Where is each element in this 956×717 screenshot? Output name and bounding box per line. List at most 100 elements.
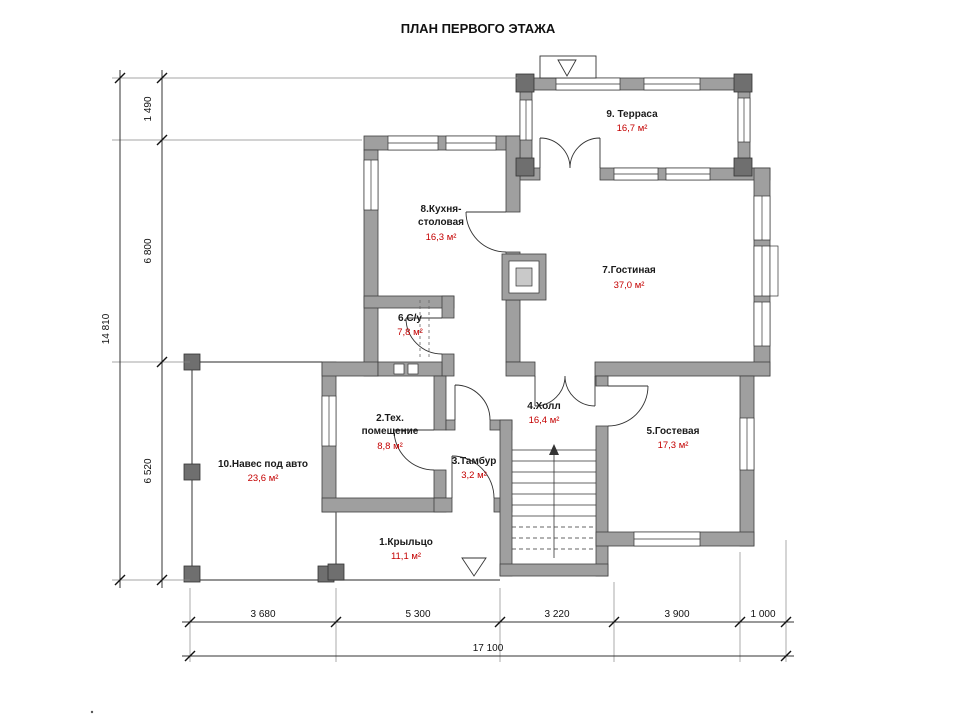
- room-label-porch: 1.Крыльцо 11,1 м²: [379, 537, 433, 562]
- window: [737, 97, 751, 143]
- door-tech: [393, 429, 435, 471]
- carport-post: [183, 463, 201, 481]
- wall-tambour-left-b: [433, 469, 447, 499]
- door-porch-tambour: [451, 455, 495, 499]
- room-label-wc: 6.С/у 7,8 м²: [397, 313, 423, 338]
- room-area: 7,8 м²: [397, 327, 423, 338]
- room-name: 5.Гостевая: [647, 426, 700, 437]
- room-area: 8,8 м²: [377, 441, 403, 452]
- dimension-chain-horizontal: 3 680 5 300 3 220 3 900 1 000 17 100: [182, 540, 794, 662]
- dim-vertical-3: 6 520: [143, 458, 154, 483]
- door-tambour-hall: [454, 384, 491, 421]
- window: [519, 99, 533, 141]
- terrace-post: [733, 157, 753, 177]
- bay-window: [753, 245, 779, 297]
- carport-outline: [191, 361, 336, 581]
- room-area: 16,3 м²: [426, 232, 457, 243]
- window: [633, 531, 701, 547]
- room-label-terrace: 9. Терраса 16,7 м²: [606, 109, 658, 134]
- wc-dashed-lines: [419, 300, 430, 358]
- wall-stairs-bottom: [499, 563, 609, 577]
- room-label-kitchen: 8.Кухня- столовая 16,3 м²: [418, 204, 464, 243]
- door-guest: [607, 385, 649, 427]
- page-mark: [90, 710, 94, 714]
- dim-horizontal-5: 1 000: [750, 609, 775, 620]
- symbols: [90, 55, 597, 714]
- wall-tambour-left-a: [433, 375, 447, 431]
- room-name: 9. Терраса: [606, 109, 658, 120]
- dim-horizontal-2: 5 300: [405, 609, 430, 620]
- door-kitchen: [465, 211, 507, 253]
- door-terrace-double: [539, 137, 601, 169]
- wall-hall-top-b: [594, 361, 771, 377]
- dim-vertical-1: 1 490: [143, 96, 154, 121]
- room-name: 4.Холл: [527, 401, 560, 412]
- vent-symbol: [407, 363, 419, 375]
- dim-horizontal-1: 3 680: [250, 609, 275, 620]
- dim-horizontal-total: 17 100: [473, 643, 504, 654]
- wall-terrace-top: [519, 77, 751, 91]
- dim-horizontal-4: 3 900: [664, 609, 689, 620]
- dim-vertical-2: 6 800: [143, 238, 154, 263]
- open-structures: [191, 361, 500, 581]
- door-hall-double: [534, 375, 596, 407]
- porch-post: [327, 563, 345, 581]
- room-label-tambour: 3.Тамбур 3,2 м²: [452, 455, 497, 481]
- stair-direction-arrow: [549, 444, 559, 455]
- vent-symbol: [393, 363, 405, 375]
- room-labels: 9. Терраса 16,7 м² 8.Кухня- столовая 16,…: [218, 109, 700, 562]
- room-name: 2.Тех.: [376, 413, 404, 424]
- wall-hall-top-a: [505, 361, 536, 377]
- room-area: 17,3 м²: [658, 440, 689, 451]
- carport-post: [183, 565, 201, 583]
- staircase: [512, 444, 596, 558]
- room-label-tech: 2.Тех. помещение 8,8 м²: [362, 413, 419, 452]
- walls: [321, 77, 771, 577]
- room-area: 37,0 м²: [614, 280, 645, 291]
- wall-tech-bottom: [321, 497, 447, 513]
- room-area: 11,1 м²: [391, 551, 421, 562]
- page-title: ПЛАН ПЕРВОГО ЭТАЖА: [401, 21, 556, 36]
- room-name: помещение: [362, 426, 419, 437]
- wall-wc-right-b: [441, 353, 455, 377]
- window: [321, 395, 337, 447]
- posts: [183, 73, 753, 583]
- room-label-living: 7.Гостиная 37,0 м²: [602, 265, 656, 291]
- wall-stairs-left: [499, 419, 513, 577]
- doors: [393, 137, 649, 499]
- wall-wc-top: [363, 295, 455, 309]
- room-area: 16,7 м²: [617, 123, 648, 134]
- terrace-post: [515, 73, 535, 93]
- room-name: столовая: [418, 217, 464, 228]
- window: [739, 417, 755, 471]
- room-label-carport: 10.Навес под авто 23,6 м²: [218, 459, 308, 484]
- dimension-chain-vertical: 1 490 6 800 6 520 14 810: [101, 70, 518, 588]
- window: [555, 77, 621, 91]
- wall-below-fireplace: [505, 299, 521, 363]
- wall-wc-right-a: [441, 295, 455, 319]
- dim-vertical-total: 14 810: [101, 313, 112, 344]
- room-label-hall: 4.Холл 16,4 м²: [527, 401, 560, 426]
- window: [665, 167, 711, 181]
- terrace-entry-arrow: [557, 59, 577, 77]
- porch-entry-arrow: [461, 557, 487, 577]
- terrace-post: [733, 73, 753, 93]
- window: [445, 135, 497, 151]
- room-name: 6.С/у: [398, 313, 422, 324]
- room-area: 16,4 м²: [529, 415, 560, 426]
- room-name: 3.Тамбур: [452, 455, 497, 467]
- room-name: 1.Крыльцо: [379, 537, 433, 548]
- wall-guest-left-a: [595, 375, 609, 387]
- room-area: 23,6 м²: [248, 473, 279, 484]
- dim-horizontal-3: 3 220: [544, 609, 569, 620]
- room-name: 7.Гостиная: [602, 265, 656, 276]
- terrace-post: [515, 157, 535, 177]
- wall-guest-left-b: [595, 425, 609, 577]
- room-name: 10.Навес под авто: [218, 459, 308, 470]
- wall-tambour-top-a: [445, 419, 456, 431]
- windows: [321, 77, 779, 547]
- fireplace: [501, 253, 547, 301]
- window: [753, 195, 771, 241]
